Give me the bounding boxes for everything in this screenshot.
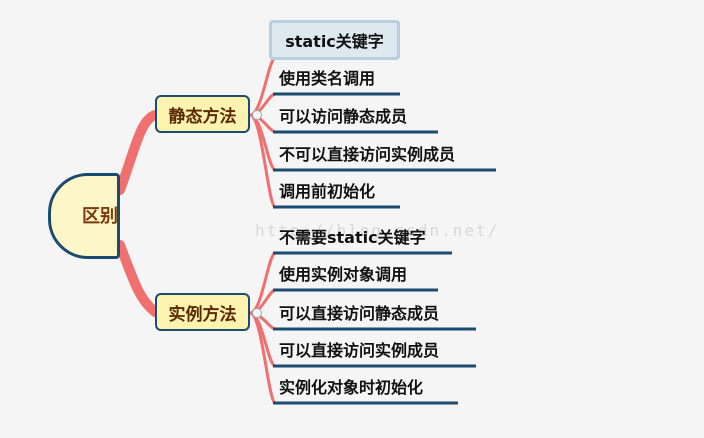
leaf-instance-no-static-keyword[interactable]: 不需要static关键字 [279,228,426,247]
leaf-static-keyword[interactable]: static关键字 [269,20,400,60]
leaf-instance-access-instance[interactable]: 可以直接访问实例成员 [279,341,440,360]
collapse-toggle-icon[interactable] [252,110,262,120]
watermark-text: http://blog.csdn.net/ [255,221,500,240]
root-label: 区别 [82,206,118,227]
branch-instance-method[interactable]: 实例方法 [155,293,250,331]
connector-instance-fan [249,251,277,405]
leaf-instance-access-static[interactable]: 可以直接访问静态成员 [279,304,440,323]
leaf-static-access-static[interactable]: 可以访问静态成员 [279,107,408,126]
connector-root-instance [115,240,160,317]
leaf-static-call-by-class[interactable]: 使用类名调用 [279,69,376,88]
leaf-instance-init-on-instantiate[interactable]: 实例化对象时初始化 [279,378,424,397]
leaf-static-init-before-call[interactable]: 调用前初始化 [279,182,376,201]
connector-static-fan [249,56,277,209]
collapse-toggle-icon[interactable] [252,308,262,318]
branch-static-method[interactable]: 静态方法 [155,95,250,133]
connector-root-static [115,110,160,195]
leaf-instance-call-by-object[interactable]: 使用实例对象调用 [279,265,408,284]
root-node[interactable] [48,173,120,259]
leaf-static-no-instance-access[interactable]: 不可以直接访问实例成员 [279,145,456,164]
